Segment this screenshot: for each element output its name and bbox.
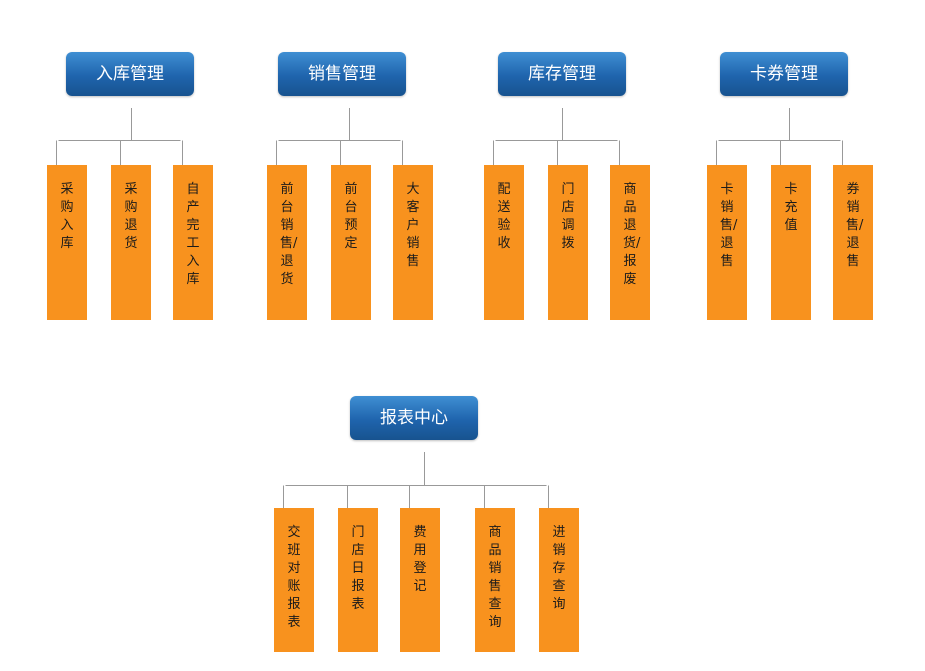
item-card-sales-return[interactable]: 卡销售/退售 (707, 165, 747, 320)
item-store-transfer[interactable]: 门店调拨 (548, 165, 588, 320)
item-label: 配送验收 (497, 182, 511, 251)
item-label: 卡充值 (784, 182, 798, 233)
item-label: 前台预定 (344, 182, 358, 251)
item-label: 门店调拨 (561, 182, 575, 251)
item-delivery-check[interactable]: 配送验收 (484, 165, 524, 320)
item-purchase-inbound[interactable]: 采购入库 (47, 165, 87, 320)
module-header-cards[interactable]: 卡券管理 (720, 52, 848, 96)
module-header-inbound[interactable]: 入库管理 (66, 52, 194, 96)
item-goods-return-scrap[interactable]: 商品退货/报废 (610, 165, 650, 320)
item-inventory-query[interactable]: 进销存查询 (539, 508, 579, 652)
item-label: 卡销售/退售 (720, 182, 738, 269)
item-store-daily-report[interactable]: 门店日报表 (338, 508, 378, 652)
item-label: 采购入库 (60, 182, 74, 251)
item-label: 前台销售/退货 (280, 182, 298, 287)
item-front-sales-return[interactable]: 前台销售/退货 (267, 165, 307, 320)
item-shift-report[interactable]: 交班对账报表 (274, 508, 314, 652)
item-label: 商品退货/报废 (623, 182, 641, 287)
item-production-inbound[interactable]: 自产完工入库 (173, 165, 213, 320)
item-label: 费用登记 (413, 525, 427, 594)
item-front-reservation[interactable]: 前台预定 (331, 165, 371, 320)
item-label: 采购退货 (124, 182, 138, 251)
item-purchase-return[interactable]: 采购退货 (111, 165, 151, 320)
item-key-account-sales[interactable]: 大客户销售 (393, 165, 433, 320)
item-goods-sales-query[interactable]: 商品销售查询 (475, 508, 515, 652)
item-label: 券销售/退售 (846, 182, 864, 269)
module-header-reports[interactable]: 报表中心 (350, 396, 478, 440)
item-card-recharge[interactable]: 卡充值 (771, 165, 811, 320)
item-expense-register[interactable]: 费用登记 (400, 508, 440, 652)
module-header-sales[interactable]: 销售管理 (278, 52, 406, 96)
item-coupon-sales-return[interactable]: 券销售/退售 (833, 165, 873, 320)
module-header-inventory[interactable]: 库存管理 (498, 52, 626, 96)
item-label: 大客户销售 (406, 182, 420, 269)
item-label: 进销存查询 (552, 525, 566, 612)
item-label: 商品销售查询 (488, 525, 502, 630)
item-label: 门店日报表 (351, 525, 365, 612)
item-label: 自产完工入库 (186, 182, 200, 287)
item-label: 交班对账报表 (287, 525, 301, 630)
